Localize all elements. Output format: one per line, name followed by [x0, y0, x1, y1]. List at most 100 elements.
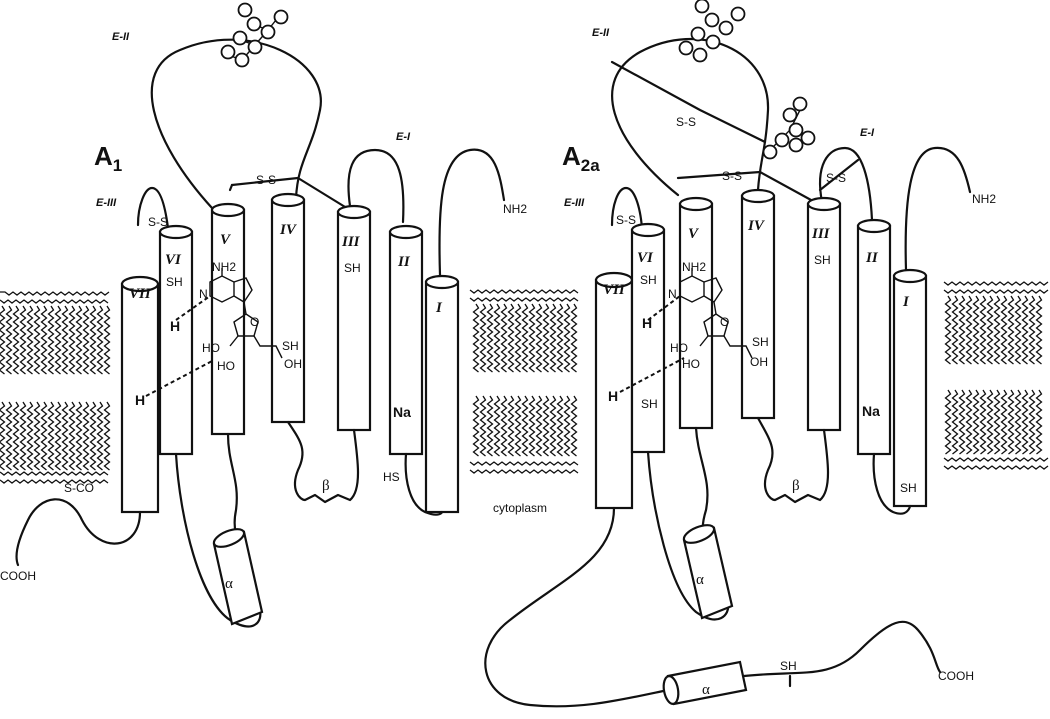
- palmitoyl-label: S-CO: [64, 481, 94, 495]
- helix-label-vi: VI: [637, 250, 654, 266]
- sugar-bead: [234, 52, 250, 68]
- ligand-n: N: [668, 287, 677, 301]
- lipid-tail: [493, 395, 501, 457]
- lipid-tail: [33, 305, 41, 375]
- helix-label-v: V: [220, 232, 232, 248]
- lipid-tail: [479, 303, 487, 373]
- lipid-tail: [993, 389, 1001, 455]
- lipid-tail: [542, 303, 550, 373]
- lipid-tail: [5, 401, 13, 471]
- lipid-tail: [563, 303, 571, 373]
- lipid-tail: [40, 401, 48, 471]
- membrane-middle: [469, 289, 579, 474]
- c-terminus-a1: [15, 498, 142, 567]
- ss-label: S-S: [722, 169, 742, 183]
- n-terminus: [438, 148, 506, 277]
- loop-label-e2: E-II: [112, 31, 130, 43]
- lipid-tail: [26, 305, 34, 375]
- sh-label: SH: [640, 273, 657, 287]
- lipid-tails: [0, 305, 111, 471]
- lipid-tail: [570, 395, 578, 457]
- lipid-tail: [61, 401, 69, 471]
- lipid-tail: [507, 395, 515, 457]
- receptor-a2a: [484, 0, 972, 708]
- disulfide-ss-a2a: [676, 170, 824, 208]
- lipid-tail: [521, 303, 529, 373]
- lipid-tail: [33, 401, 41, 471]
- h-bond: [619, 357, 685, 393]
- lipid-tail: [89, 305, 97, 375]
- lipid-tail: [993, 295, 1001, 365]
- e1-loop: [347, 148, 405, 224]
- lipid-tail: [951, 389, 959, 455]
- loop-label-e3: E-III: [564, 197, 585, 209]
- bilayer-line: [469, 469, 579, 474]
- nh2-label: NH2: [503, 202, 527, 216]
- helix-8-alpha-a2a: [682, 524, 734, 620]
- ligand-n: N: [199, 287, 208, 301]
- helix-i: [424, 274, 460, 514]
- ss-e1: [818, 158, 860, 192]
- lipid-tail: [979, 295, 987, 365]
- imidazole-ring: [233, 277, 253, 303]
- lipid-tail: [89, 401, 97, 471]
- bilayer-line: [0, 471, 109, 476]
- lipid-tail: [82, 305, 90, 375]
- lipid-tail: [563, 395, 571, 457]
- helix-v: [678, 196, 714, 430]
- lipid-tail: [68, 401, 76, 471]
- membrane-right: [943, 281, 1049, 470]
- glycosylation-tree-a2a-mid: [762, 96, 816, 160]
- lipid-tail: [944, 389, 952, 455]
- lipid-tail: [54, 401, 62, 471]
- lipid-tail: [500, 303, 508, 373]
- lipid-tail: [54, 305, 62, 375]
- bilayer-line: [0, 291, 110, 296]
- bilayer-line: [943, 281, 1049, 286]
- lipid-tail: [1000, 389, 1008, 455]
- receptor-a1: [15, 2, 506, 628]
- lipid-tail: [965, 295, 973, 365]
- icl3-a1: [226, 432, 242, 542]
- helix-8-alpha-a1: [212, 528, 264, 626]
- lipid-tail: [958, 389, 966, 455]
- ligand-oh: OH: [284, 357, 302, 371]
- helix-vii: [594, 271, 634, 510]
- ss-label: S-S: [148, 215, 168, 229]
- sh-label: SH: [900, 481, 917, 495]
- lipid-tail: [1035, 295, 1043, 365]
- beta-label: β: [322, 478, 330, 494]
- ss-label: S-S: [676, 115, 696, 129]
- alpha-label: α: [225, 576, 233, 592]
- n-terminus: [904, 146, 972, 272]
- sugar-bead: [232, 30, 248, 46]
- ss-label: S-S: [826, 171, 846, 185]
- glycosylation-tree-a1: [220, 2, 289, 68]
- lipid-tail: [19, 401, 27, 471]
- ligand-o: O: [720, 315, 729, 329]
- lipid-tail: [75, 305, 83, 375]
- ligand-o: O: [250, 315, 259, 329]
- lipid-tail: [1007, 389, 1015, 455]
- icl2-beta-a1: [286, 420, 360, 504]
- helix-label-iv: IV: [747, 218, 766, 234]
- lipid-tail: [1021, 389, 1029, 455]
- sugar-bead: [247, 39, 263, 55]
- helix-label-iv: IV: [279, 222, 298, 238]
- helix-label-i: I: [435, 300, 443, 316]
- loop-label-e1: E-I: [396, 131, 411, 143]
- lipid-tail: [96, 305, 104, 375]
- lipid-tail: [986, 389, 994, 455]
- lipid-tail: [549, 395, 557, 457]
- sugar-bead: [237, 2, 253, 18]
- lipid-tail: [12, 401, 20, 471]
- vi-to-alpha: [174, 452, 262, 628]
- ss-label: S-S: [616, 213, 636, 227]
- adenosine-ligand-a2a: [619, 268, 753, 393]
- e1-loop: [819, 146, 874, 222]
- e3-loop: [136, 186, 170, 230]
- ribose-ring: [703, 313, 729, 337]
- lipid-tail: [1007, 295, 1015, 365]
